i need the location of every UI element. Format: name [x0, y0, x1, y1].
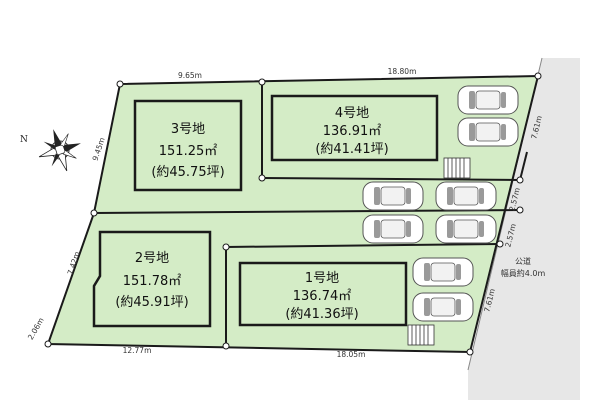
car-icon [412, 257, 474, 287]
lot-4-tsubo: (約41.41坪) [315, 142, 388, 157]
road-label: 公道 [515, 256, 531, 266]
lot-label-4: 4号地 136.91㎡ (約41.41坪) [315, 106, 388, 157]
public-road [468, 58, 580, 400]
car-icon [435, 181, 497, 211]
parking-cars [362, 85, 519, 322]
north-label: N [20, 135, 28, 145]
dim-top-right: 18.80m [388, 67, 417, 76]
compass-rose-icon [38, 129, 81, 172]
car-icon [435, 214, 497, 244]
lot-4-area: 136.91㎡ [323, 124, 382, 139]
building-lot-1 [238, 261, 408, 327]
lot-3-area: 151.25㎡ [159, 144, 218, 159]
building-lot-2 [92, 230, 212, 328]
dim-bottom-right: 18.05m [337, 350, 366, 359]
lot-1-tsubo: (約41.36坪) [285, 307, 358, 322]
building-lot-4 [270, 94, 439, 162]
building-footprints [92, 94, 439, 328]
car-icon [457, 117, 519, 147]
lot-label-1: 1号地 136.74㎡ (約41.36坪) [285, 271, 358, 322]
dim-left-lower: 2.06m [26, 316, 46, 341]
lot-4-name: 4号地 [335, 106, 369, 121]
boundary-markers [44, 72, 542, 356]
lot-2-area: 151.78㎡ [123, 274, 182, 289]
lot-label-3: 3号地 151.25㎡ (約45.75坪) [151, 122, 224, 180]
road-width-label: 幅員約4.0m [501, 268, 546, 278]
lot-2-tsubo: (約45.91坪) [115, 295, 188, 310]
entrance-steps [407, 157, 471, 346]
lot-1-name: 1号地 [305, 271, 339, 286]
car-icon [412, 292, 474, 322]
car-icon [362, 181, 424, 211]
lot-3-name: 3号地 [171, 122, 205, 137]
lot-3-tsubo: (約45.75坪) [151, 165, 224, 180]
dim-top-left: 9.65m [178, 71, 202, 80]
car-icon [362, 214, 424, 244]
building-lot-3 [133, 99, 243, 192]
lot-1-area: 136.74㎡ [293, 289, 352, 304]
lot-2-name: 2号地 [135, 251, 169, 266]
dim-bottom-left: 12.77m [123, 346, 152, 355]
lot-label-2: 2号地 151.78㎡ (約45.91坪) [115, 251, 188, 310]
car-icon [457, 85, 519, 115]
